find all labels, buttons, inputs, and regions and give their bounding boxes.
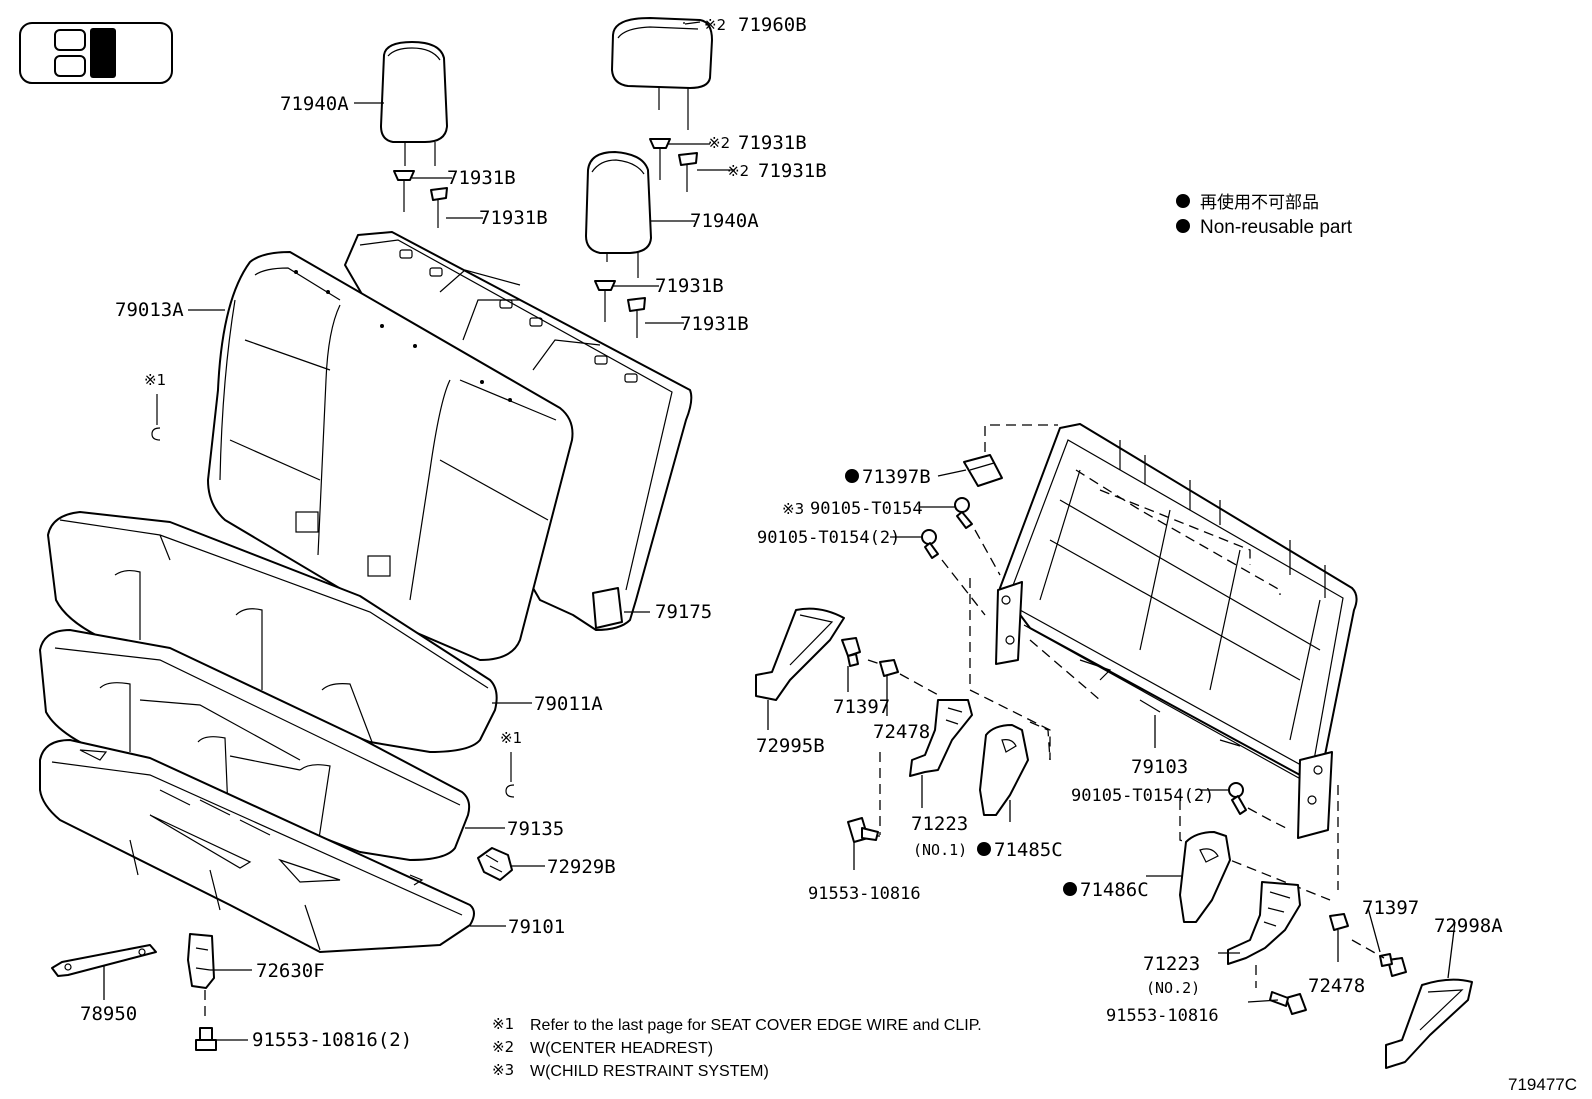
bolt-71397-b	[1379, 953, 1407, 977]
label-72998A[interactable]: 72998A	[1434, 915, 1503, 937]
bolt-90105-T0154-2a	[921, 529, 939, 559]
label-71931B-c[interactable]: 71931B	[447, 167, 516, 189]
headrest-center-illustration	[585, 151, 652, 278]
label-71223-no2[interactable]: 71223	[1143, 953, 1200, 975]
bolt-91553-10816-a	[847, 817, 879, 843]
bolt-90105-T0154-2b	[1228, 782, 1247, 815]
label-91553-10816-2[interactable]: 91553-10816(2)	[252, 1029, 412, 1051]
headrest-guides-center-top	[649, 138, 698, 192]
label-71931B-d[interactable]: 71931B	[479, 207, 548, 229]
label-71397B[interactable]: 71397B	[862, 466, 931, 488]
legend-dot-jp	[1176, 194, 1190, 208]
legend-en: Non-reusable part	[1200, 217, 1353, 238]
label-71931B-b[interactable]: 71931B	[758, 160, 827, 182]
label-72630F[interactable]: 72630F	[256, 960, 325, 982]
label-79101[interactable]: 79101	[508, 916, 565, 938]
label-79103[interactable]: 79103	[1131, 756, 1188, 778]
nut-72478-b	[1329, 913, 1349, 931]
nut-72478-a	[879, 659, 899, 677]
legend-jp: 再使用不可部品	[1200, 192, 1319, 213]
hinge-cover-71223-no1-illustration	[909, 699, 973, 777]
footnote-2-mark: ※2	[492, 1038, 514, 1056]
cover-71486C-illustration	[1179, 831, 1231, 923]
label-71485C[interactable]: 71485C	[994, 839, 1063, 861]
label-79175[interactable]: 79175	[655, 601, 712, 623]
label-91553-10816-a[interactable]: 91553-10816	[808, 884, 921, 904]
headrest-guides-left	[393, 170, 448, 228]
label-71960B-mark: ※2	[704, 16, 726, 34]
label-71931B-b-mark: ※2	[727, 162, 749, 180]
label-71931B-f[interactable]: 71931B	[680, 313, 749, 335]
label-72929B[interactable]: 72929B	[547, 856, 616, 878]
label-79013A[interactable]: 79013A	[115, 299, 184, 321]
label-71940A-left[interactable]: 71940A	[280, 93, 349, 115]
hinge-cover-71223-no2-illustration	[1227, 881, 1301, 965]
label-71486C[interactable]: 71486C	[1080, 879, 1149, 901]
label-71223-no2-sub: (NO.2)	[1146, 979, 1200, 997]
seat-cushion-frame-illustration	[39, 739, 475, 953]
label-71931B-e[interactable]: 71931B	[655, 275, 724, 297]
cover-72998A-illustration	[1385, 978, 1473, 1069]
footnote-3-text: W(CHILD RESTRAINT SYSTEM)	[530, 1063, 769, 1080]
label-71960B[interactable]: 71960B	[738, 14, 807, 36]
label-71397-a[interactable]: 71397	[833, 696, 890, 718]
footnotes: ※1 Refer to the last page for SEAT COVER…	[492, 1015, 982, 1080]
label-79135[interactable]: 79135	[507, 818, 564, 840]
label-72478-b[interactable]: 72478	[1308, 975, 1365, 997]
footnote-1-text: Refer to the last page for SEAT COVER ED…	[530, 1017, 982, 1034]
non-reusable-dot-71485C	[977, 842, 991, 856]
label-79011A[interactable]: 79011A	[534, 693, 603, 715]
part-71397B-illustration	[963, 454, 1003, 487]
seatback-cover-illustration	[207, 251, 574, 661]
legend: 再使用不可部品 Non-reusable part	[1176, 192, 1353, 238]
legend-dot-en	[1176, 219, 1190, 233]
bracket-72630F-illustration	[187, 933, 217, 1051]
diagram-id: 719477C	[1508, 1075, 1577, 1094]
footnote-1-mark: ※1	[492, 1015, 514, 1033]
bolt-91553-10816-b	[1269, 991, 1307, 1015]
wire-78950-illustration	[51, 944, 157, 977]
part-labels: ※2 71960B 71940A ※2 71931B ※2 71931B 719…	[80, 14, 1503, 1051]
seatback-frame-illustration	[995, 423, 1358, 839]
label-71223-no1[interactable]: 71223	[911, 813, 968, 835]
non-reusable-dot-71486C	[1063, 882, 1077, 896]
leader-lines	[103, 21, 1456, 1041]
label-71223-no1-sub: (NO.1)	[913, 841, 967, 859]
clip-72929B-illustration	[477, 847, 513, 881]
label-72995B[interactable]: 72995B	[756, 735, 825, 757]
clip-symbol-1	[151, 394, 161, 441]
cover-72995B-illustration	[755, 607, 845, 701]
label-mark-1-a: ※1	[144, 371, 166, 389]
label-90105-T0154-a[interactable]: 90105-T0154	[810, 499, 923, 519]
seat-position-indicator	[19, 22, 173, 84]
clip-symbol-2	[505, 752, 515, 798]
non-reusable-dot-71397B	[845, 469, 859, 483]
label-90105-T0154-a-mark: ※3	[782, 500, 804, 518]
label-90105-T0154-2b[interactable]: 90105-T0154(2)	[1071, 786, 1214, 806]
label-mark-1-b: ※1	[500, 729, 522, 747]
label-78950[interactable]: 78950	[80, 1003, 137, 1025]
bolt-90105-T0154-a	[954, 497, 973, 529]
label-71940A-center[interactable]: 71940A	[690, 210, 759, 232]
label-90105-T0154-2a[interactable]: 90105-T0154(2)	[757, 528, 900, 548]
seat-cushion-cover-illustration	[47, 511, 498, 753]
headrest-left-illustration	[380, 41, 448, 166]
cover-71485C-illustration	[979, 724, 1029, 816]
label-91553-10816-b[interactable]: 91553-10816	[1106, 1006, 1219, 1026]
label-71931B-a-mark: ※2	[708, 134, 730, 152]
footnote-2-text: W(CENTER HEADREST)	[530, 1040, 713, 1057]
headrest-center-top-illustration	[611, 17, 713, 130]
label-72478-a[interactable]: 72478	[873, 721, 930, 743]
headrest-guides-center	[594, 280, 646, 338]
bolt-71397-a	[841, 637, 861, 667]
label-71931B-a[interactable]: 71931B	[738, 132, 807, 154]
label-71397-b[interactable]: 71397	[1362, 897, 1419, 919]
footnote-3-mark: ※3	[492, 1061, 514, 1079]
